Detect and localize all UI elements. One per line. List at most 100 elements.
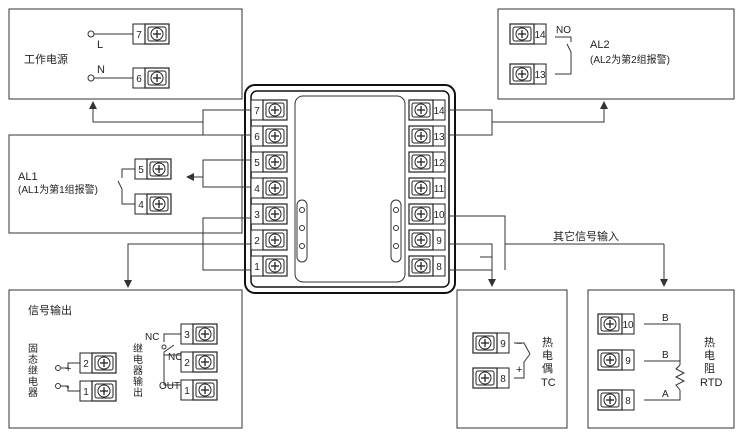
terminal-number: 3 (184, 330, 190, 341)
rtd-a: A (662, 389, 669, 400)
al2-terminals: 14 13 (509, 23, 547, 85)
terminal-number: 11 (434, 184, 445, 195)
left-slot (296, 199, 308, 263)
terminal-block: 13 (408, 125, 446, 147)
rtd-b1: B (662, 313, 669, 324)
ssr-minus: - (66, 381, 70, 393)
terminal-number: 2 (254, 236, 260, 247)
label-char: 热 (542, 336, 553, 349)
al2-subtitle: (AL2为第2组报警) (590, 53, 670, 66)
terminal-block: 7 (250, 99, 288, 121)
terminal-block: 13 (509, 63, 547, 85)
terminal-block: 5 (250, 151, 288, 173)
terminal-block: 3 (250, 203, 288, 225)
controller-window (294, 95, 406, 283)
terminal-number: 12 (433, 158, 445, 169)
power-l-label: L (97, 39, 103, 51)
terminal-block: 9 (408, 229, 446, 251)
ssr-terminals: 21 (79, 352, 117, 402)
label-char: 偶 (542, 362, 553, 375)
terminal-block: 2 (180, 351, 218, 373)
terminal-number: 14 (433, 106, 445, 117)
power-n-label: N (97, 64, 105, 76)
al2-title: AL2 (590, 39, 610, 51)
terminal-number: 6 (136, 74, 142, 85)
terminal-number: 6 (254, 132, 260, 143)
rtd-terminals: 10 9 8 (597, 313, 635, 411)
label-char: 出 (133, 386, 143, 399)
tc-plus: + (516, 364, 522, 376)
relay-nc-label: NC (145, 332, 159, 343)
al2-box (497, 8, 735, 100)
terminal-number: 13 (534, 70, 546, 81)
al1-contact (117, 180, 123, 190)
terminal-block: 1 (79, 380, 117, 402)
terminal-block: 6 (250, 125, 288, 147)
al2-no-label: NO (556, 25, 571, 36)
relay-out-label: OUT (159, 381, 180, 392)
terminal-block: 8 (472, 367, 510, 389)
terminal-block: 14 (509, 23, 547, 45)
power-terminals: 76 (132, 23, 170, 89)
rtd-resistor (674, 364, 686, 391)
tc-box (456, 289, 568, 429)
ssr-plus: + (65, 363, 71, 375)
power-title: 工作电源 (24, 52, 68, 66)
terminal-block: 14 (408, 99, 446, 121)
terminal-number: 4 (138, 200, 144, 211)
terminal-number: 1 (184, 386, 190, 397)
terminal-number: 9 (500, 339, 506, 350)
terminal-number: 3 (254, 210, 260, 221)
terminal-block: 6 (132, 67, 170, 89)
terminal-block: 12 (408, 151, 446, 173)
label-char: 态 (28, 353, 38, 366)
label-char: 固 (28, 343, 38, 355)
tc-text: TC (541, 377, 556, 389)
terminal-block: 9 (597, 349, 635, 371)
terminal-number: 2 (83, 359, 89, 370)
rtd-label: 热电阻 (704, 336, 715, 375)
terminal-number: 5 (138, 165, 144, 176)
label-char: 电 (133, 353, 143, 366)
al2-contact (566, 43, 572, 53)
label-char: 电 (542, 349, 553, 362)
terminal-block: 3 (180, 323, 218, 345)
label-char: 热 (704, 336, 715, 349)
center-left-terminals: 7 6 5 4 3 2 1 (250, 99, 288, 277)
terminal-block: 8 (597, 389, 635, 411)
label-char: 电 (28, 375, 38, 388)
al1-subtitle: (AL1为第1组报警) (18, 183, 98, 196)
terminal-number: 10 (622, 320, 634, 331)
terminal-number: 5 (254, 158, 260, 169)
tc-minus: − (516, 338, 522, 350)
terminal-block: 7 (132, 23, 170, 45)
terminal-number: 7 (254, 106, 260, 117)
terminal-block: 1 (180, 379, 218, 401)
terminal-number: 1 (254, 262, 260, 273)
rtd-text: RTD (700, 377, 722, 389)
terminal-number: 4 (254, 184, 260, 195)
terminal-number: 9 (436, 236, 442, 247)
terminal-number: 1 (83, 387, 89, 398)
terminal-block: 4 (134, 193, 172, 215)
power-box (8, 8, 243, 100)
label-char: 电 (704, 349, 715, 362)
terminal-block: 10 (408, 203, 446, 225)
terminal-number: 9 (625, 356, 631, 367)
signal-output-title: 信号输出 (28, 303, 72, 317)
al1-title: AL1 (18, 171, 38, 183)
terminal-number: 13 (433, 132, 445, 143)
terminal-block: 11 (408, 177, 446, 199)
signal-input-label: 其它信号输入 (553, 229, 619, 243)
label-char: 器 (133, 365, 143, 377)
label-char: 阻 (704, 362, 715, 375)
relay-terminals: 3 2 1 (180, 323, 218, 401)
label-char: 继 (133, 342, 143, 355)
tc-terminals: 98 (472, 332, 510, 389)
terminal-number: 14 (534, 30, 546, 41)
